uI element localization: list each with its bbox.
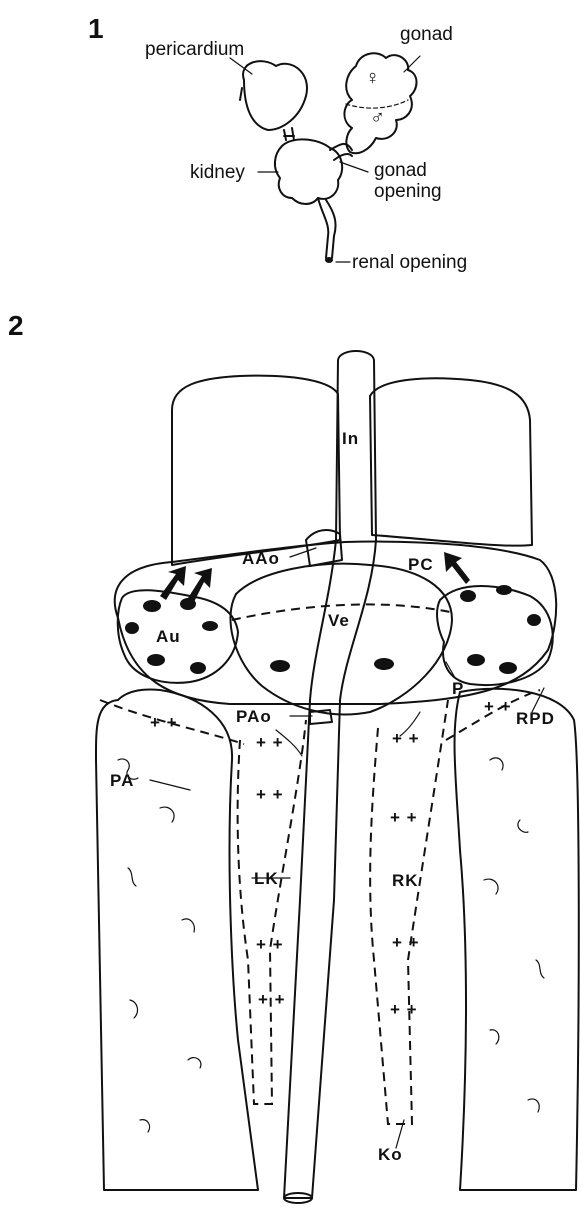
plus-marks: + +: [390, 1000, 418, 1019]
label-renal-opening: renal opening: [352, 252, 467, 273]
label-gonad-opening-1: gonad: [374, 160, 427, 181]
label-AAo: AAo: [242, 549, 280, 568]
gland-texture: [118, 712, 544, 1132]
male-symbol: ♂: [370, 107, 385, 129]
label-Ve: Ve: [328, 611, 350, 630]
plus-marks: + +: [258, 990, 286, 1009]
right-kidney: [370, 700, 448, 1124]
plus-marks: + +: [256, 935, 284, 954]
plus-marks: + +: [390, 808, 418, 827]
left-posterior-gland: [96, 689, 258, 1190]
label-In: In: [342, 429, 359, 448]
label-RPD: RPD: [516, 709, 555, 728]
label-RK: RK: [392, 871, 419, 890]
pericardium-shape: [243, 61, 307, 130]
label-pericardium: pericardium: [145, 39, 244, 60]
figure-2: 2: [8, 310, 579, 1203]
label-gonad-opening-2: opening: [374, 181, 442, 202]
plus-marks: + +: [392, 933, 420, 952]
upper-left-gland: [172, 376, 340, 565]
upper-right-gland: [370, 378, 532, 545]
label-LK: LK: [254, 869, 279, 888]
right-posterior-gland: [455, 689, 579, 1190]
plus-marks: + +: [392, 729, 420, 748]
label-gonad: gonad: [400, 24, 453, 45]
renal-opening-dot: [325, 257, 333, 263]
label-PAo: PAo: [236, 707, 272, 726]
plus-marks: + +: [256, 733, 284, 752]
label-PC: PC: [408, 555, 434, 574]
label-Au: Au: [156, 627, 181, 646]
right-auricle: [437, 586, 553, 685]
label-P: P: [452, 679, 464, 698]
label-kidney: kidney: [190, 162, 245, 183]
plus-marks: + +: [150, 713, 178, 732]
plus-marks: + +: [484, 697, 512, 716]
label-PA: PA: [110, 771, 134, 790]
figure-1-number: 1: [88, 13, 104, 44]
kidney-plus-marks: + + + + + + + + + + + + + + + + + + + +: [150, 697, 512, 1019]
figure-1: 1 ♀ ♂ pericardium gonad kidney gonad ope…: [88, 13, 467, 273]
plus-marks: + +: [256, 785, 284, 804]
female-symbol: ♀: [365, 67, 380, 89]
gonad-shape: [344, 53, 416, 153]
left-kidney: [238, 720, 306, 1104]
intestine: [284, 351, 376, 1198]
figure-2-number: 2: [8, 310, 24, 341]
label-Ko: Ko: [378, 1145, 403, 1164]
